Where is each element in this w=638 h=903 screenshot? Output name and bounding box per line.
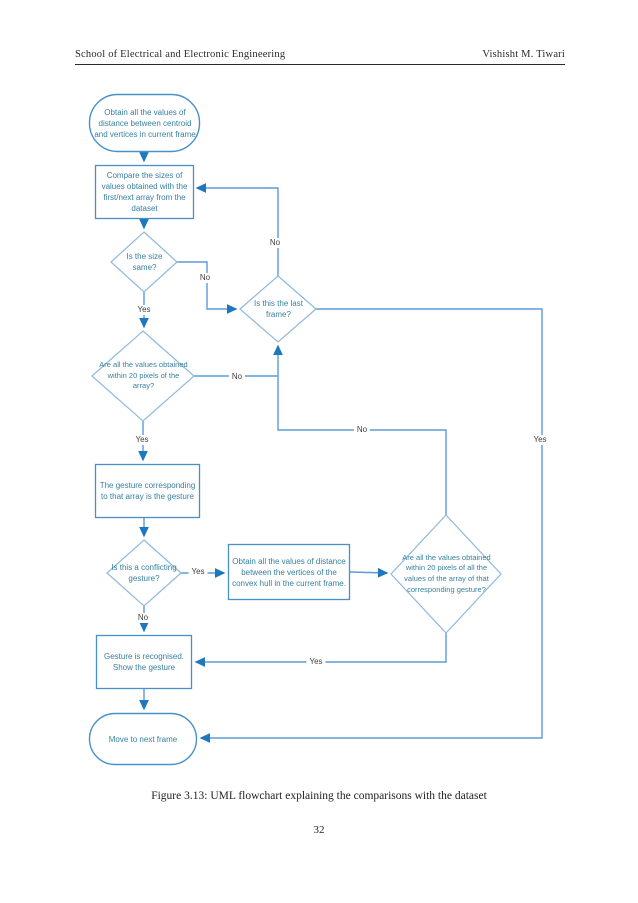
edge-label-within-gesture-yes: Yes: [306, 657, 326, 667]
move-next-frame-node-label: Move to next frame: [108, 734, 178, 744]
edge-sizesame-no-lastframe: [177, 261, 238, 314]
edge-label-conflicting-yes: Yes: [188, 567, 208, 577]
within-20-pixels-gesture-decision-shape: [390, 514, 502, 634]
convex-hull-node-shape: [227, 543, 351, 601]
gesture-recognised-node-label: Gesture is recognised. Show the gesture: [103, 652, 185, 672]
within-20-pixels-array-decision-shape: [91, 330, 195, 422]
conflicting-gesture-decision-label: Is this a conflicting gesture?: [111, 563, 177, 583]
edge-label-size-same-no: No: [196, 273, 214, 283]
start-node-label: Obtain all the values of distance betwee…: [94, 107, 196, 139]
compare-sizes-node-shape: [94, 164, 195, 220]
within-20-pixels-array-decision-label: Are all the values obtained within 20 pi…: [99, 360, 188, 391]
edge-label-conflicting-no: No: [134, 613, 152, 623]
edge-label-within-gesture-no: No: [353, 425, 371, 435]
edge-label-within-array-yes: Yes: [132, 435, 152, 445]
last-frame-decision-label: Is this the last frame?: [254, 299, 303, 319]
edge-lastframe-yes-move: [199, 308, 543, 743]
figure-caption: Figure 3.13: UML flowchart explaining th…: [151, 790, 487, 802]
start-node-shape: [88, 93, 201, 153]
gesture-corresponding-node-shape: [94, 463, 201, 519]
within-20-pixels-gesture-decision-label: Are all the values obtained within 20 pi…: [402, 552, 491, 594]
conflicting-gesture-decision-shape: [106, 539, 182, 607]
move-next-frame-node-shape: [88, 712, 198, 766]
edge-label-within-array-no: No: [228, 372, 246, 382]
size-same-decision-shape: [110, 231, 178, 293]
size-same-decision-label: Is the size same?: [126, 252, 163, 272]
gesture-corresponding-node-label: The gesture corresponding to that array …: [99, 481, 196, 501]
edge-label-last-frame-yes: Yes: [530, 435, 550, 445]
page-number: 32: [313, 824, 325, 836]
edge-lastframe-no-compare: [195, 183, 279, 276]
header-rule: [75, 64, 565, 65]
edge-biggesture-yes-recognised: [194, 633, 447, 667]
last-frame-decision-shape: [239, 275, 317, 343]
edge-label-last-frame-no: No: [266, 238, 284, 248]
convex-hull-node-label: Obtain all the values of distance betwee…: [232, 556, 346, 588]
header-left: School of Electrical and Electronic Engi…: [75, 49, 286, 60]
gesture-recognised-node-shape: [95, 634, 193, 690]
compare-sizes-node-label: Compare the sizes of values obtained wit…: [101, 171, 188, 213]
edge-label-size-same-yes: Yes: [134, 305, 154, 315]
edge-convex-biggesture: [349, 567, 389, 578]
header-right: Vishisht M. Tiwari: [482, 49, 565, 60]
